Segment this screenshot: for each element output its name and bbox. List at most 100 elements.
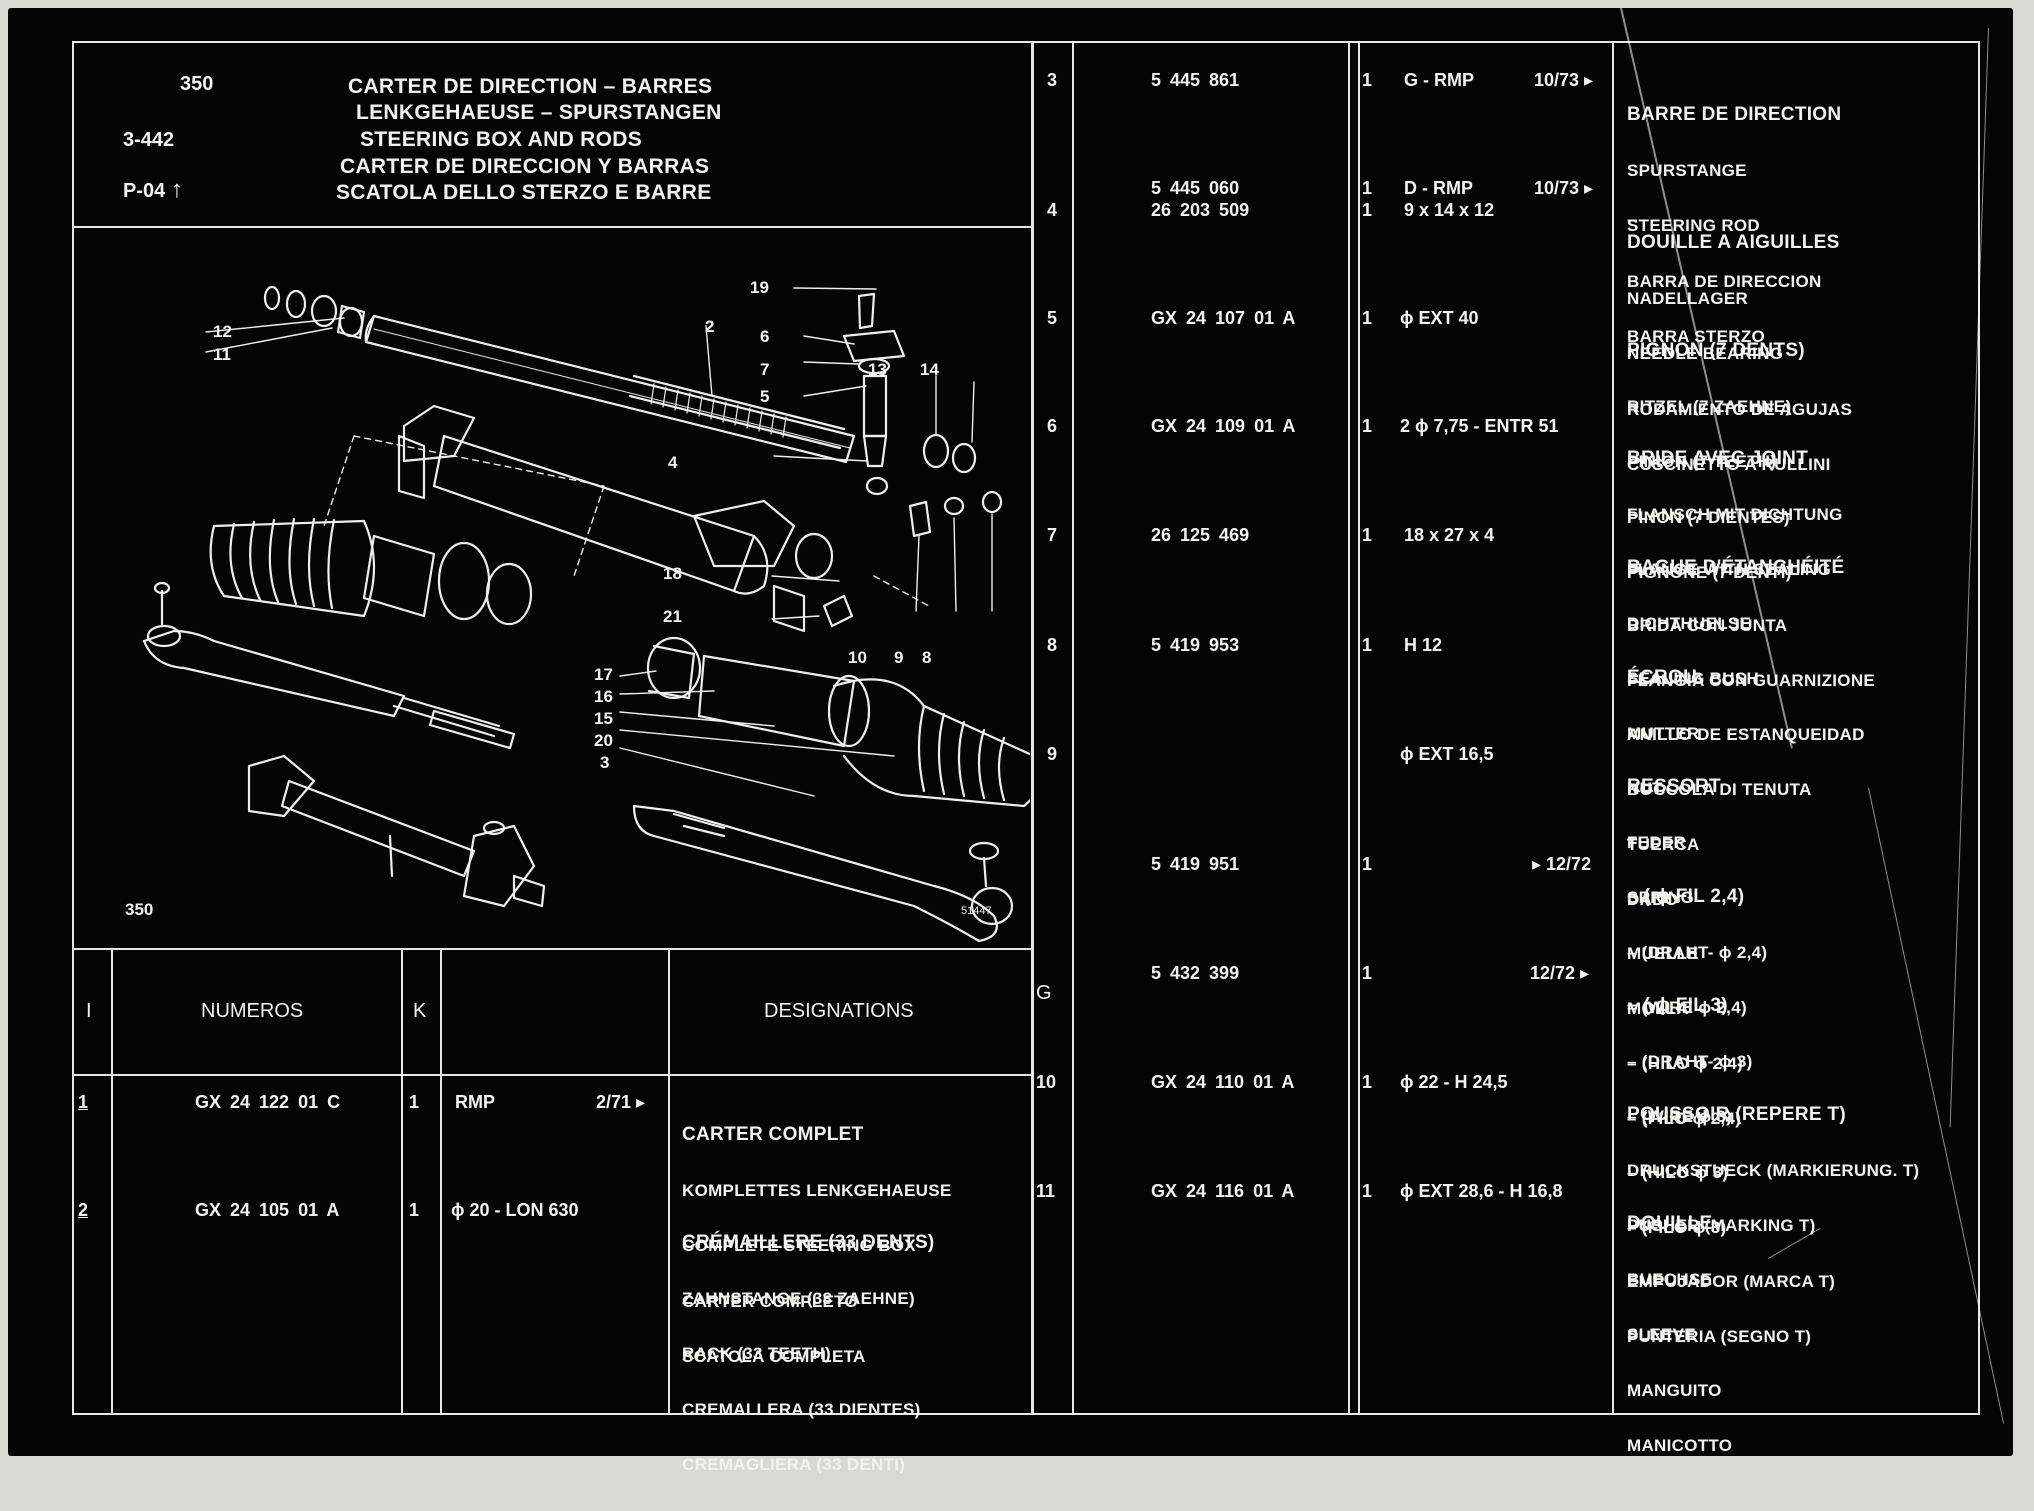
diagram-footer-code: 350 (125, 900, 154, 919)
row-number: GX 24 105 01 A (195, 1200, 340, 1220)
col-k-divider (440, 948, 442, 1415)
rack-tube-shape (364, 314, 856, 464)
row-number: 26 203 509 (1151, 200, 1250, 220)
row-qty: 1 (1362, 200, 1373, 220)
title-en: STEERING BOX AND RODS (360, 128, 643, 151)
row-qty: 1 (409, 1200, 420, 1220)
callout-20: 20 (594, 731, 613, 750)
title-it: SCATOLA DELLO STERZO E BARRE (336, 181, 712, 204)
row-number: 5 445 060 (1151, 178, 1240, 198)
row-spec: ϕ 20 - LON 630 (451, 1200, 579, 1220)
row-qty: 1 (1362, 963, 1373, 983)
sleeves-shape (646, 636, 1030, 808)
title-fr: CARTER DE DIRECTION – BARRES (348, 75, 713, 98)
tie-rod-left-shape (142, 581, 516, 750)
row-ref: 7 (1047, 525, 1058, 545)
col-i-divider (111, 948, 113, 1415)
callout-16: 16 (594, 687, 613, 706)
row-qty: 1 (1362, 525, 1373, 545)
title-es: CARTER DE DIRECCION Y BARRAS (340, 155, 710, 178)
row-date: 12/72 ▸ (1530, 963, 1590, 983)
column-head-divider (72, 1074, 1033, 1076)
row-number: 5 419 953 (1151, 635, 1240, 655)
callout-2: 2 (705, 317, 715, 336)
row-spec: G - RMP (1404, 70, 1474, 90)
row-ref: 5 (1047, 308, 1058, 328)
row-date: 2/71 ▸ (596, 1092, 646, 1112)
row-qty: 1 (1362, 178, 1373, 198)
row-designation: RESSORT FEDER SPRING MUELLE MOLLA (1627, 776, 1721, 1018)
row-number: GX 24 109 01 A (1151, 416, 1296, 436)
callout-5: 5 (760, 387, 770, 406)
rings-left-shape (263, 285, 366, 340)
col-head-g: G (1036, 982, 1052, 1004)
col-g-divider (1072, 41, 1074, 1415)
row-designation: DOUILLE A AIGUILLES NADELLAGER NEEDLE BE… (1627, 232, 1853, 474)
row-number: GX 24 110 01 A (1151, 1072, 1295, 1092)
row-spec: ϕ EXT 16,5 (1400, 744, 1494, 764)
row-qty: 1 (1362, 854, 1373, 874)
callout-17: 17 (594, 665, 613, 684)
col-head-i: I (86, 1000, 92, 1022)
right-panel-frame (1032, 41, 1980, 1415)
col-head-numeros: NUMEROS (201, 1000, 304, 1022)
up-arrow-icon: ↑ (170, 176, 183, 203)
callout-18: 18 (663, 564, 682, 583)
title-de: LENKGEHAEUSE – SPURSTANGEN (356, 101, 722, 124)
callout-7: 7 (760, 360, 770, 379)
row-ref: 8 (1047, 635, 1058, 655)
row-designation: BARRE DE DIRECTION SPURSTANGE STEERING R… (1627, 104, 1842, 346)
row-number: GX 24 116 01 A (1151, 1181, 1295, 1201)
col-numeros-divider (401, 948, 403, 1415)
row-ref: 6 (1047, 416, 1058, 436)
row-designation: BAGUE D'ÉTANCHÉITÉ DICHTHUELSE SEALING B… (1627, 557, 1865, 799)
col-head-designations: DESIGNATIONS (764, 1000, 914, 1022)
steering-exploded-diagram (142, 285, 1030, 943)
row-date: 10/73 ▸ (1534, 70, 1594, 90)
row-designation: – ( ϕ FIL 3) – (DRAHT- ϕ 3) – (WIRE ϕ 3)… (1627, 995, 1753, 1237)
row-spec: D - RMP (1404, 178, 1473, 198)
row-designation: ÉCROU MUTTER NUT TUERCA DADO (1627, 667, 1700, 909)
row-designation: CARTER COMPLET KOMPLETTES LENKGEHAEUSE C… (682, 1124, 952, 1366)
row-qty: 1 (409, 1092, 420, 1112)
row-number: GX 24 107 01 A (1151, 308, 1296, 328)
col-spec-divider (668, 948, 670, 1415)
row-qty: 1 (1362, 635, 1373, 655)
row-number: GX 24 122 01 C (195, 1092, 341, 1112)
row-ref: 3 (1047, 70, 1058, 90)
page-code: 350 (180, 73, 214, 95)
row-qty: 1 (1362, 70, 1373, 90)
row-number: 26 125 469 (1151, 525, 1250, 545)
col-head-k: K (413, 1000, 427, 1022)
header-divider (72, 226, 1033, 228)
callout-6: 6 (760, 327, 770, 346)
row-spec: ϕ 22 - H 24,5 (1400, 1072, 1508, 1092)
row-ref: 4 (1047, 200, 1058, 220)
row-designation: – ( ϕ FIL 2,4) – (DRAHT- ϕ 2,4) – (WIRE … (1627, 886, 1768, 1128)
row-qty: 1 (1362, 416, 1373, 436)
col-date-divider (1612, 41, 1614, 1415)
bellows-left-shape (209, 517, 533, 626)
row-qty: 1 (1362, 1072, 1373, 1092)
row-number: 5 432 399 (1151, 963, 1240, 983)
parts-catalog-sheet: 350 3-442 P-04 ↑ CARTER DE DIRECTION – B… (8, 7, 2013, 1474)
callout-11: 11 (213, 345, 231, 364)
diagram-corner-code: 51447 (961, 905, 992, 917)
row-ref: 9 (1047, 744, 1058, 764)
row-number: 5 445 861 (1151, 70, 1240, 90)
row-date: ▸ 12/72 (1532, 854, 1592, 874)
callout-21: 21 (663, 607, 682, 626)
row-designation: – (1627, 210, 1638, 231)
callout-4: 4 (668, 453, 678, 472)
row-designation: BRIDE AVEC JOINT FLANSCH MIT DICHTUNG FL… (1627, 448, 1876, 690)
assembly-shape (247, 754, 546, 908)
callout-19: 19 (750, 278, 769, 297)
callout-3: 3 (600, 753, 610, 772)
row-date: 10/73 ▸ (1534, 178, 1594, 198)
ref-code-2: P-04 ↑ (123, 176, 183, 203)
callout-8: 8 (922, 648, 932, 667)
row-designation: DOUILLE BUECHSE SLEEVE MANGUITO MANICOTT… (1627, 1213, 1733, 1455)
callout-9: 9 (894, 648, 904, 667)
housing-shape (323, 404, 930, 633)
row-ref: 10 (1036, 1072, 1057, 1092)
